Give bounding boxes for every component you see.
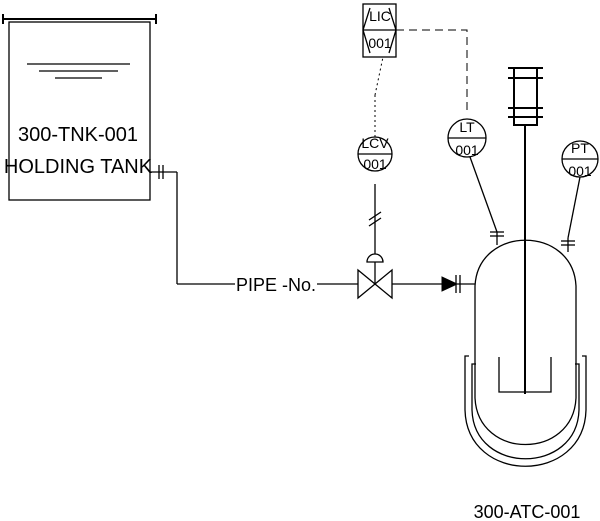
valve-actuator-icon xyxy=(366,253,384,263)
vessel-shell xyxy=(474,239,577,445)
lcv-number: 001 xyxy=(363,156,387,172)
signal-hash-mark xyxy=(368,211,382,221)
lt-connection xyxy=(469,156,498,233)
lt-tag: LT xyxy=(459,119,475,135)
pt-number: 001 xyxy=(568,163,592,179)
reactor-label: 300-ATC-001 xyxy=(474,502,581,521)
lt-instrument[interactable]: LT 001 xyxy=(447,118,487,158)
pt-instrument[interactable]: PT 001 xyxy=(561,140,599,179)
flow-arrow-icon xyxy=(441,276,459,292)
valve-body-left xyxy=(357,268,377,300)
lt-to-lic-signal xyxy=(396,29,468,112)
control-valve[interactable] xyxy=(357,184,393,300)
lt-number: 001 xyxy=(455,142,479,158)
agitator-impeller xyxy=(498,357,552,393)
agitator-motor[interactable] xyxy=(508,67,543,126)
pt-tag: PT xyxy=(571,140,589,156)
reactor-vessel[interactable]: 300-ATC-001 xyxy=(464,125,587,521)
pipe-label: PIPE -No. xyxy=(236,275,316,295)
tank-body xyxy=(8,21,151,201)
pt-connection xyxy=(567,176,581,239)
tank-id: 300-TNK-001 xyxy=(18,124,138,146)
tank-name: HOLDING TANK xyxy=(4,156,153,178)
lic-number: 001 xyxy=(368,35,392,51)
lcv-tag: LCV xyxy=(361,135,389,151)
outlet-pipe[interactable]: PIPE -No. xyxy=(150,165,475,295)
holding-tank[interactable]: 300-TNK-001 HOLDING TANK xyxy=(2,14,157,201)
lic-tag: LIC xyxy=(369,8,391,24)
lcv-instrument[interactable]: LCV 001 xyxy=(357,135,393,172)
valve-body-right xyxy=(373,268,393,300)
signal-hash-mark xyxy=(368,217,382,227)
lic-controller[interactable]: LIC 001 xyxy=(362,3,397,58)
vessel-jacket xyxy=(464,355,587,467)
